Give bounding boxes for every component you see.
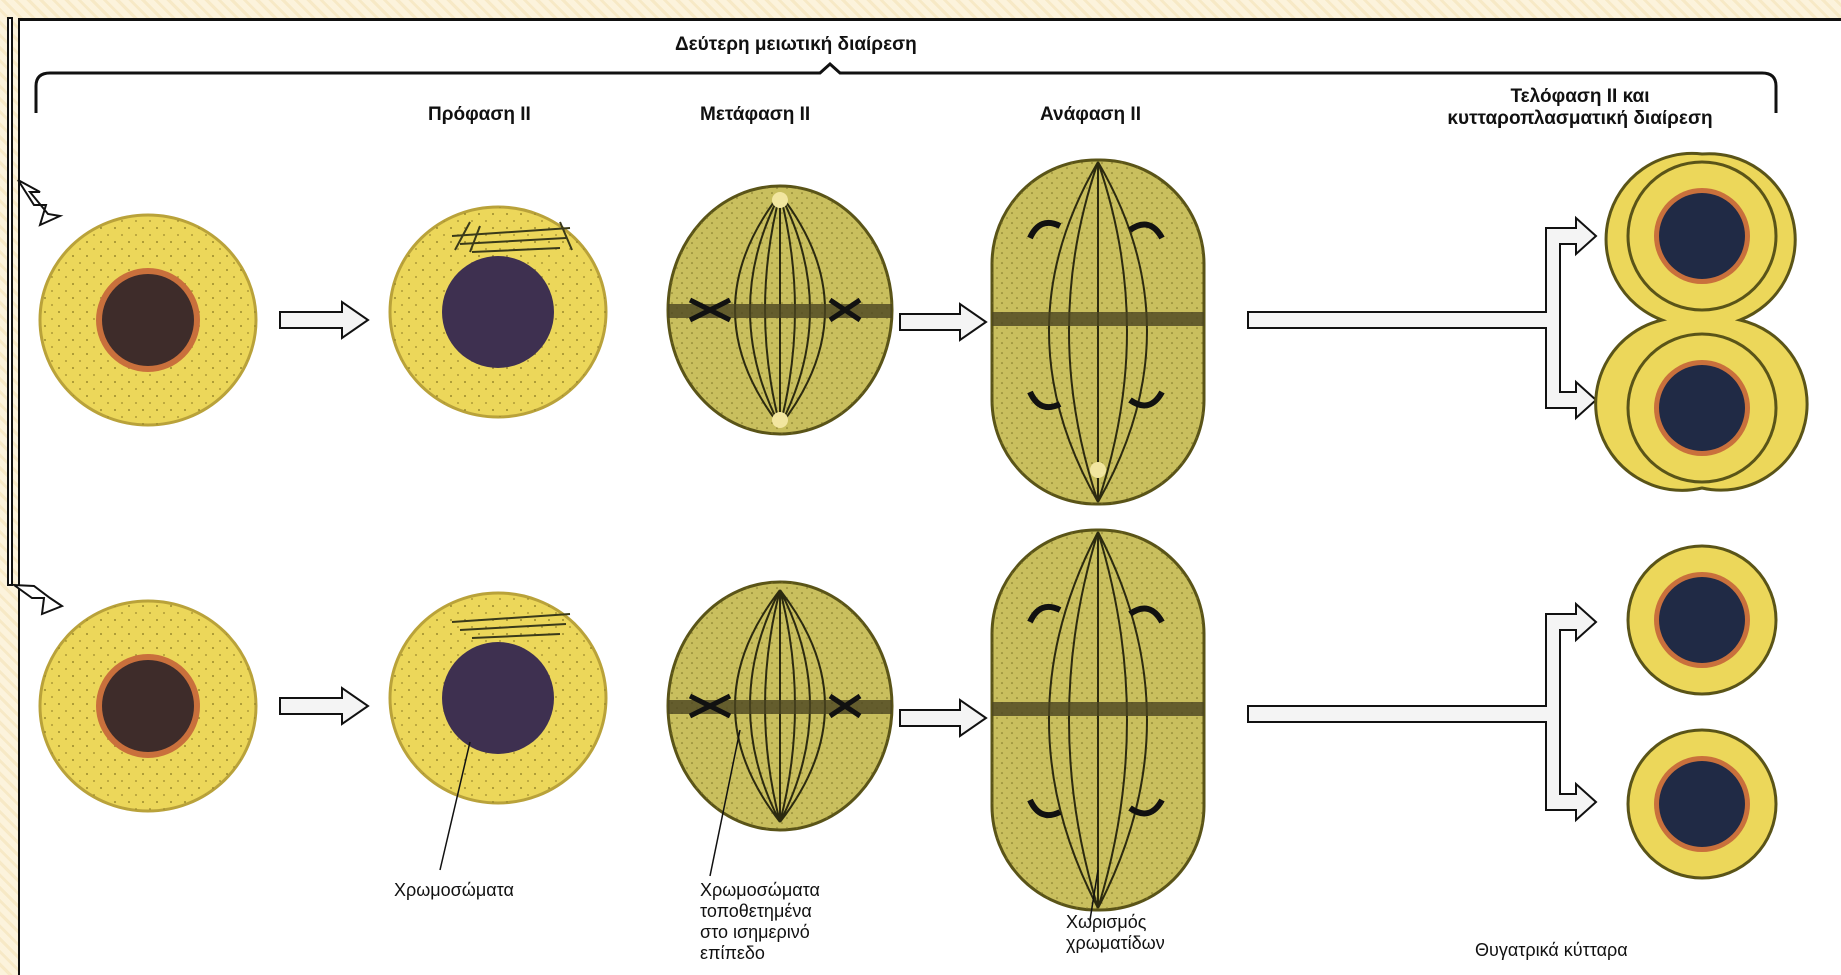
cell-metaphase-row2	[668, 582, 892, 876]
cell-start-row1	[40, 215, 256, 425]
caption-chromatid-separation: Χωρισμός χρωματίδων	[1066, 912, 1165, 954]
caption-anaphase-line2: χρωματίδων	[1066, 933, 1165, 954]
caption-metaphase-line3: στο ισημερινό	[700, 922, 820, 943]
caption-metaphase-line2: τοποθετημένα	[700, 901, 820, 922]
caption-metaphase-line4: επίπεδο	[700, 943, 820, 964]
label-telophase-ii: Τελόφαση II και κυτταροπλασματική διαίρε…	[1400, 86, 1760, 130]
label-metaphase-ii: Μετάφαση II	[700, 104, 810, 126]
label-telophase-line2: κυτταροπλασματική διαίρεση	[1400, 108, 1760, 130]
cell-metaphase-row1	[668, 186, 892, 434]
caption-daughter-cells: Θυγατρικά κύτταρα	[1475, 940, 1628, 961]
cell-anaphase-row2	[992, 530, 1204, 920]
arrow-row2-b	[900, 700, 986, 736]
caption-chromosomes: Χρωμοσώματα	[394, 880, 514, 901]
label-anaphase-ii: Ανάφαση II	[1040, 104, 1141, 126]
arrow-row1-a	[280, 302, 368, 338]
diagram-title: Δεύτερη μειωτική διαίρεση	[675, 34, 917, 56]
label-prophase-ii: Πρόφαση II	[428, 104, 531, 126]
arrow-row2-a	[280, 688, 368, 724]
label-telophase-line1: Τελόφαση II και	[1400, 86, 1760, 108]
caption-metaphase-line1: Χρωμοσώματα	[700, 880, 820, 901]
arrow-row1-b	[900, 304, 986, 340]
cell-start-row2	[40, 601, 256, 811]
caption-anaphase-line1: Χωρισμός	[1066, 912, 1165, 933]
connector-row2	[1248, 604, 1596, 820]
connector-row1	[1248, 218, 1596, 418]
cell-prophase-row1	[390, 207, 606, 417]
cell-anaphase-row1	[992, 160, 1204, 504]
cell-prophase-row2	[390, 593, 606, 870]
daughter-cells-row1	[1596, 153, 1807, 490]
daughter-cells-row2	[1628, 546, 1776, 878]
caption-metaphase-alignment: Χρωμοσώματα τοποθετημένα στο ισημερινό ε…	[700, 880, 820, 964]
